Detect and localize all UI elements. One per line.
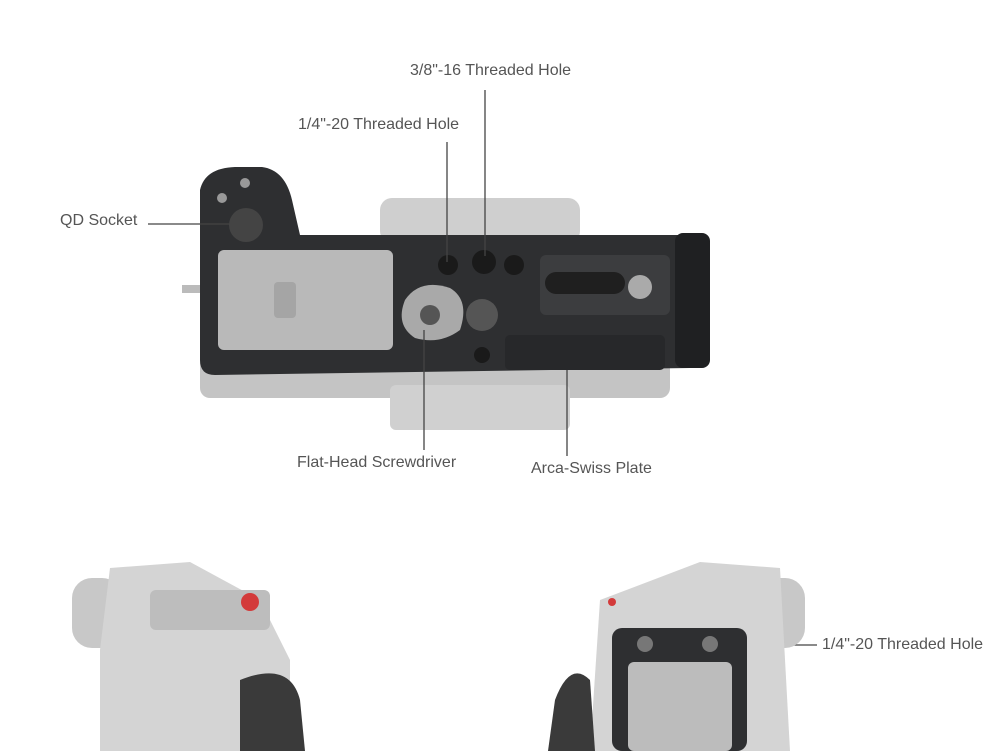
label-14-threaded-hole-top: 1/4"-20 Threaded Hole bbox=[298, 116, 460, 133]
label-arca-swiss-plate: Arca-Swiss Plate bbox=[531, 460, 652, 477]
camera-side-view-left bbox=[72, 562, 305, 751]
label-qd-socket: QD Socket bbox=[60, 212, 138, 229]
label-14-threaded-hole-side: 1/4"-20 Threaded Hole bbox=[822, 636, 984, 653]
cage-bottom-plate bbox=[200, 167, 710, 375]
label-flat-head-screwdriver: Flat-Head Screwdriver bbox=[297, 454, 457, 471]
label-38-threaded-hole: 3/8"-16 Threaded Hole bbox=[410, 62, 572, 79]
camera-side-view-right bbox=[548, 562, 805, 751]
